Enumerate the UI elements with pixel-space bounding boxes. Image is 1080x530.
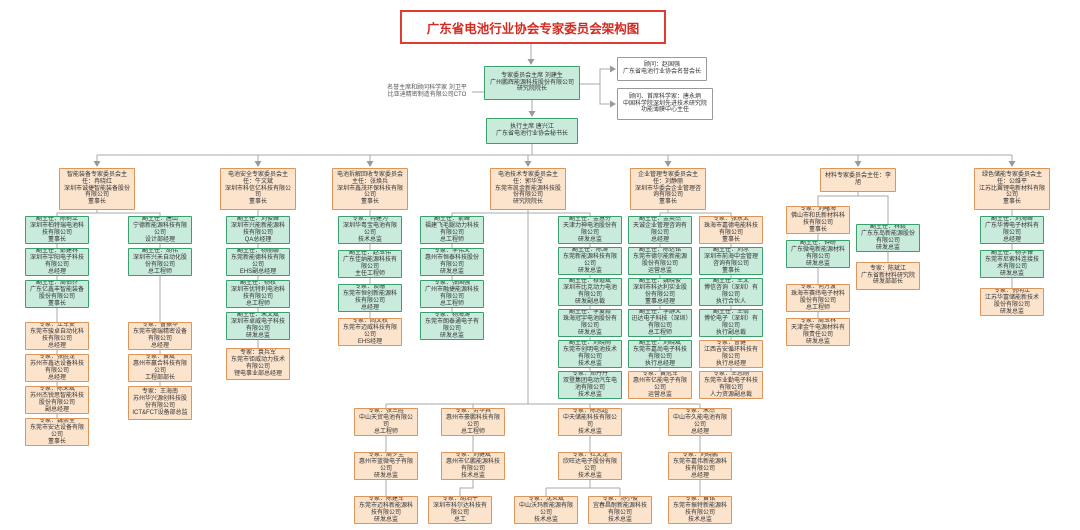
org-node-c5r4: 副主任：王倩博伦电子（深圳）有限公司执行副总裁 bbox=[699, 309, 763, 337]
org-node-c5r5: 专家：鲁健江西吉安循环科技有限公司执行总经理 bbox=[699, 340, 763, 368]
org-node-b2-1: 专家：刘健斌惠州市亿鹏能源科技有限公司技术总监 bbox=[441, 452, 505, 480]
org-node-c4r5: 副主任：刘晓雨东莞市创明电池技术有限公司技术总监 bbox=[558, 340, 622, 368]
org-node-c6l3: 专家：何方波珠海市赛纬电子材料股份有限公司总工程师 bbox=[786, 284, 850, 312]
org-node-c3-1: 专家：冉建为深圳华粤宝电池有限公司技术总监 bbox=[338, 216, 402, 244]
org-node-h-safety: 电池安全专家委员会主任：牛文斌深圳市科信亿科技有限公司董事长 bbox=[220, 168, 296, 210]
org-node-h-mgmt: 企业管理专家委员会主任：刘静丽深圳市华委会企业管理咨询有限公司董事长 bbox=[630, 168, 706, 210]
org-node-b1-1: 专家：周夕圭惠州市蓝微电子有限公司研发总监 bbox=[354, 452, 418, 480]
org-node-advisor-1: 顾问：赵国强广东省电池行业协会名誉会长 bbox=[617, 57, 707, 81]
org-node-h-material: 材料专家委员会主任：李旭 bbox=[820, 168, 896, 192]
org-node-h-recycle: 电池拆解回收专家委员会主任：张焕兵深圳市鑫茂环保科技有限公司董事长 bbox=[332, 168, 408, 210]
org-node-chairman: 专家委员会主席 刘建生广州鹏辉能源科技股份有限公司研究院院长 bbox=[484, 66, 580, 100]
org-node-c5l5: 副主任：刘晓斌东莞市嘉尚电子科技有限公司执行总经理 bbox=[628, 340, 692, 368]
org-node-c4r6: 专家：郑丹丹双登集团电动汽车电池有限公司技术总监 bbox=[558, 371, 622, 399]
org-node-c5l4: 副主任：李静义迅达电子科技（深圳）有限公司总工程师 bbox=[628, 309, 692, 337]
org-node-c7-3: 专家：倪明江江苏华富储能新技术股份有限公司研发总监 bbox=[980, 288, 1044, 316]
org-node-c3-3: 专家：谈珊东莞市恒创新能源科技有限公司总经理 bbox=[338, 284, 402, 312]
org-node-c1r3: 专家：曹振华东莞市德瑞精密设备有限公司总经理 bbox=[128, 322, 192, 350]
org-node-c1l1: 副主任：陈树立深圳市柏特瑞电池科技有限公司董事长 bbox=[25, 216, 89, 244]
org-node-b4-1: 专家：刘晓鹏东莞市嘉伟新能源科技有限公司总经理 bbox=[668, 452, 732, 480]
org-node-c2-4: 副主任：朱文斌深圳市卓威电子科技有限公司研发总监 bbox=[226, 312, 290, 340]
org-node-c5r1: 专家：张永太珠海市嘉德电能科技有限公司董事长 bbox=[699, 216, 763, 244]
org-node-h-storage: 绿色储能专家委员会主任：公维平江苏比翼锂电新材料有限公司董事长 bbox=[974, 168, 1050, 210]
org-node-c5l3: 副主任：魏晓俊深圳市科达利实业股份有限公司董事总经理 bbox=[628, 278, 692, 306]
org-node-c4l4: 专家：杨海涛东莞市朗泰通电子有限公司研发总监 bbox=[420, 312, 484, 340]
org-node-c5l6: 专家：黄冠军惠州市亿能电子有限公司运营总监 bbox=[628, 371, 692, 399]
org-node-executive: 执行主席 唐兴江广东省电池行业协会秘书长 bbox=[486, 118, 578, 144]
org-node-c7-2: 副主任：杨学锋东莞市尼索科连接技术有限公司研发总监 bbox=[980, 250, 1044, 278]
org-node-c5l1: 副主任：金英杰天诚企业管理咨询有限公司总经理 bbox=[628, 216, 692, 244]
org-node-c5l2: 副主任：陈达铭东莞市德尔能新能源股份有限公司运营总监 bbox=[628, 247, 692, 275]
org-node-c5r2: 副主任：刘冰深圳市前海中金管理咨询有限公司董事长 bbox=[699, 247, 763, 275]
org-node-c6l1: 专家：刘曙海佛山市和氏新材料科技有限公司董事长 bbox=[786, 206, 850, 234]
org-node-c4l1: 副主任：俞峰福建飞毛腿动力科技有限公司总工程师 bbox=[420, 216, 484, 244]
org-node-c6r1: 副主任：林毅广东东岛新能源股份有限公司研发总监 bbox=[856, 224, 920, 252]
org-node-b2-2: 专家：胡泊平深圳市科尔达科技有限公司总工 bbox=[428, 496, 492, 524]
org-node-b4: 专家：朱杰中山市久能电池有限公司总经理 bbox=[668, 408, 732, 436]
org-node-b2: 专家：劳华其惠州市豪鹏科技有限公司总工程师 bbox=[441, 408, 505, 436]
org-node-b4-2: 专家：黄铭东莞市振特新能源科技有限公司技术总监 bbox=[668, 496, 732, 524]
org-node-b1-2: 专家：陈建军东莞市迈科新能源科技有限公司研发总监 bbox=[354, 496, 418, 524]
chart-title: 广东省电池行业协会专家委员会架构图 bbox=[400, 10, 666, 44]
org-node-h-tech: 电池技术专家委员会主任：郭华军东莞市凯金新能源科技股份有限公司研究院院长 bbox=[490, 168, 566, 210]
org-node-h-equipment: 智能装备专家委员会主任：冉晓红深圳市诚捷智能装备股份有限公司董事长 bbox=[59, 168, 135, 210]
org-node-c6l4: 专家：周玉林天津金牛电源材料有限责任公司研发总监 bbox=[786, 318, 850, 346]
org-node-c2-3: 副主任：杨权深圳市优特利电池科技有限公司总工程师 bbox=[226, 280, 290, 308]
org-node-c1r4: 专家：黄斌惠州市赢合科技有限公司工程部部长 bbox=[128, 354, 192, 382]
org-node-b3-a: 专家：沈炎斌中山沃玛新能源有限公司技术总监 bbox=[514, 496, 578, 524]
org-node-c1l3: 副主任：周伯乔广东亿鑫丰智能装备股份有限公司董事长 bbox=[25, 280, 89, 308]
org-node-c5r6: 专家：王志刚东莞市业勤电子科技有限公司人力资源副总裁 bbox=[699, 371, 763, 399]
org-node-c4l3: 专家：张国强广州市融捷能源科技有限公司总工程师 bbox=[420, 280, 484, 308]
org-node-b3-1: 专家：杜文龙欣旺达电子股份有限公司技术总监 bbox=[558, 452, 622, 480]
org-node-b3-b: 专家：汤小俊宜春昌耐新能源科技有限公司技术总监 bbox=[588, 496, 652, 524]
org-node-c4r4: 副主任：李爱霞珠海冠宇电池股份有限公司研发总监 bbox=[558, 309, 622, 337]
org-node-c6r2: 专家：陈斌江广东省新材料研究院研发部部长 bbox=[856, 262, 920, 290]
org-node-c1l5: 专家：张胜龙苏州市鑫达设备科技有限公司总经理 bbox=[25, 354, 89, 382]
org-node-c2-5: 专家：袁兵军东莞市钜威动力技术有限公司锂电事业部总经理 bbox=[226, 348, 290, 380]
org-node-c6l2: 副主任：钟盼广东微电新能源材料有限公司研发总监 bbox=[786, 240, 850, 268]
org-node-c1r1: 副主任：唐山宁德新能源科技有限公司设计部经理 bbox=[128, 216, 192, 244]
org-node-c4r3: 副主任：穆道斌深圳市比克动力电池有限公司研发副总裁 bbox=[558, 278, 622, 306]
org-node-c3-2: 副主任：赵玉伟广东佳纳能源科技有限公司主任工程师 bbox=[338, 250, 402, 278]
org-node-c1l2: 副主任：彭建林深圳市宇阳电子科技有限公司总经理 bbox=[25, 248, 89, 276]
org-node-c4r1: 副主任：金慧芬天津力神电池股份有限公司研发总监 bbox=[558, 216, 622, 244]
org-node-c1r2: 副主任：胡伟深圳市兴禾自动化股份有限公司总工程师 bbox=[128, 248, 192, 276]
org-node-b1: 专家：张三胜中山天贸电池有限公司总工程师 bbox=[354, 408, 418, 436]
org-node-c1l4: 专家：江军安东莞市骏卓自动化科技有限公司总经理 bbox=[25, 322, 89, 350]
org-node-c4l2: 专家：李伟义惠州市恒泰科技股份有限公司研发总监 bbox=[420, 248, 484, 276]
org-node-advisor-2: 顾问、首席科学家：唐永炳中国科学院深圳先进技术研究院功能薄膜中心主任 bbox=[617, 88, 713, 120]
org-node-b3: 专家：陈志超中天储能科技有限公司技术总监 bbox=[558, 408, 622, 436]
org-node-c5r3: 副主任：王文博信咨询（深圳）有限公司执行合伙人 bbox=[699, 278, 763, 306]
org-node-c7-1: 副主任：刘海峰广东华博电子材料有限公司总经理 bbox=[980, 216, 1044, 244]
org-node-c4r2: 副主任：陈涛东莞新能源科技有限公司研发总监 bbox=[558, 247, 622, 275]
org-node-c1l7: 专家：魏崇全东莞市安达设备有限公司董事长 bbox=[25, 418, 89, 446]
org-node-c1l6: 专家：陈荣斌苏州杰锐思智能科技股份有限公司副总经理 bbox=[25, 386, 89, 414]
org-node-honorary-note: 名誉主席和顾问科学家 刘卫平比亚迪精密制造有限公司CTO bbox=[387, 85, 467, 98]
